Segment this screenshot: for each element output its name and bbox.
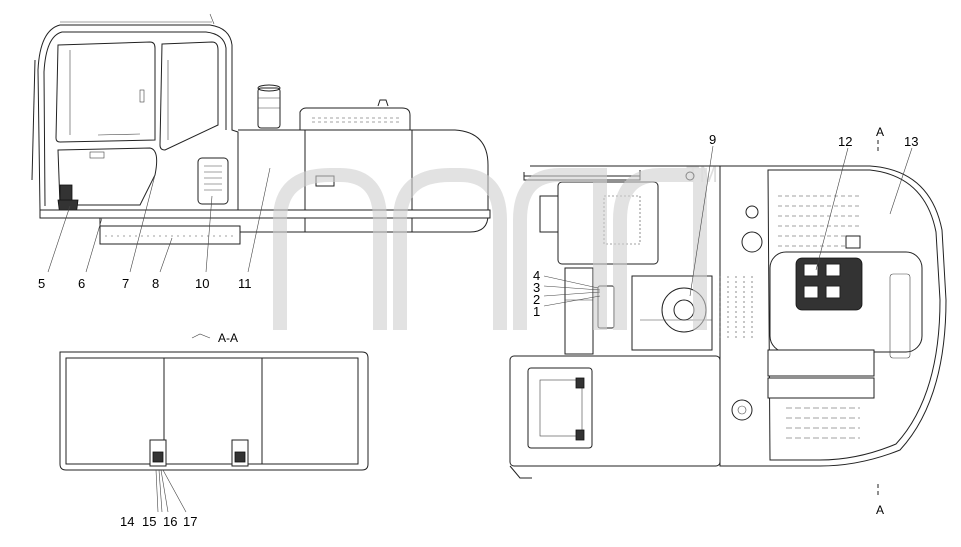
callout-5: 5 <box>38 276 45 291</box>
callout-7: 7 <box>122 276 129 291</box>
watermark: TM <box>273 162 718 330</box>
control-valve <box>795 257 863 311</box>
radiator-grille <box>719 276 753 340</box>
section-a-a-view <box>59 333 369 471</box>
watermark-mark: TM <box>686 162 718 187</box>
callout-11: 11 <box>238 276 252 291</box>
callout-14: 14 <box>120 514 134 529</box>
callout-10: 10 <box>195 276 209 291</box>
callout-1: 1 <box>533 304 540 319</box>
hood-grille <box>312 117 400 123</box>
callout-4: 4 <box>533 268 540 283</box>
leader-lines <box>47 145 913 513</box>
section-marker-top: A <box>876 125 884 139</box>
callout-13: 13 <box>904 134 918 149</box>
callout-3: 3 <box>533 280 540 295</box>
callout-6: 6 <box>78 276 85 291</box>
callout-17: 17 <box>183 514 197 529</box>
counterweight-grille <box>786 407 860 439</box>
section-marker-bottom: A <box>876 503 884 517</box>
callout-12: 12 <box>838 134 852 149</box>
callout-2: 2 <box>533 292 540 307</box>
callout-16: 16 <box>163 514 177 529</box>
top-view <box>509 140 947 496</box>
callout-labels: 5 6 7 8 10 11 4 3 2 1 9 12 13 14 15 16 1… <box>38 125 918 529</box>
section-view-title: A-A <box>218 331 238 345</box>
callout-9: 9 <box>709 132 716 147</box>
callout-15: 15 <box>142 514 156 529</box>
callout-8: 8 <box>152 276 159 291</box>
